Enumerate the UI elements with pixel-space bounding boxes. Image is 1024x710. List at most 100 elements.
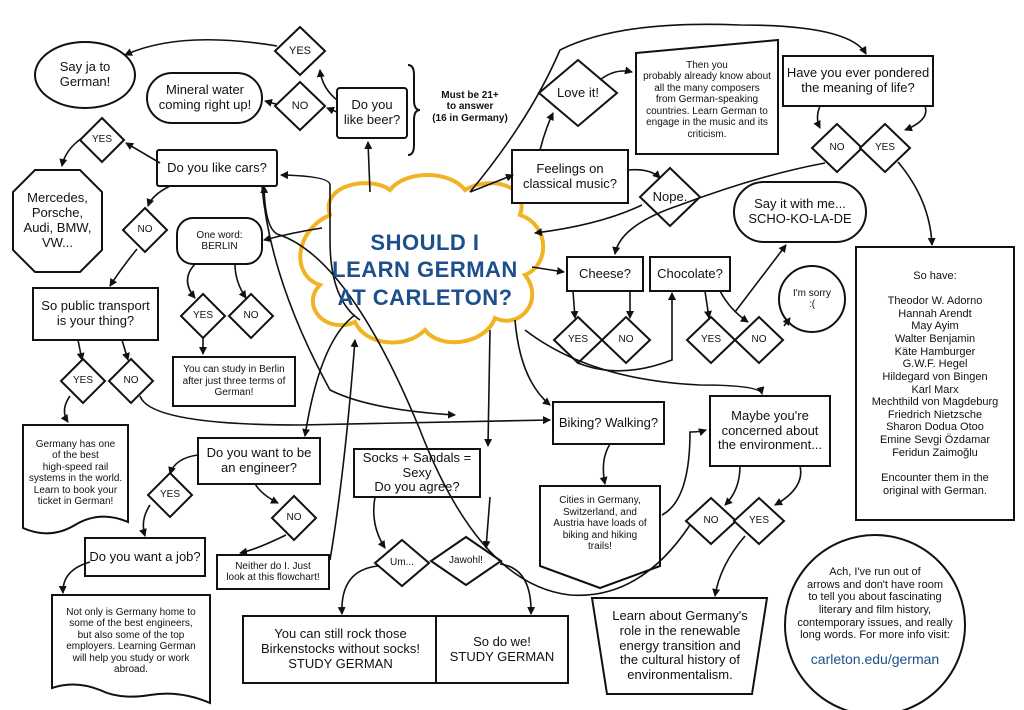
chocolate-yes-label: YES: [700, 334, 721, 346]
berlin-result: You can study in Berlin after just three…: [182, 364, 286, 399]
arrow-transport-yes-to-result: [60, 395, 71, 423]
music-love-result-box: [635, 38, 779, 155]
arrow-transport-no-to-biking: [139, 395, 551, 426]
arrow-chocolate-to-no: [719, 290, 749, 323]
environment-result-trapezoid: [590, 597, 769, 695]
cheese-box: [566, 256, 644, 292]
cheese-label: Cheese?: [578, 265, 632, 281]
arrow-beer-to-no: [326, 106, 338, 115]
arrow-cheese-to-yes: [570, 290, 579, 319]
berlin-result-box: [172, 356, 296, 407]
cars-question-box: [156, 149, 278, 187]
environment-result: Learn about Germany's role in the renewa…: [612, 607, 748, 683]
arrow-cloud-to-life: [469, 23, 867, 193]
engineer-question: Do you want to be an engineer?: [206, 445, 312, 475]
beer-question: Do you like beer?: [343, 97, 401, 127]
transport-result: Germany has one of the best high-speed r…: [28, 438, 123, 508]
arrow-env-no-loop: [260, 185, 691, 597]
chocolate-no-diamond: [733, 315, 785, 365]
arrow-engineer-to-yes: [168, 454, 199, 475]
footer-text: Ach, I've run out of arrows and don't ha…: [797, 566, 953, 642]
arrow-cloud-to-biking: [514, 319, 551, 406]
music-question-box: [511, 149, 629, 204]
arrow-cloud-to-cars: [280, 171, 361, 321]
job-question-box: [84, 537, 206, 577]
socks-jawohl-label: Jawohl!: [449, 555, 483, 567]
engineer-no-diamond: [270, 494, 318, 542]
music-nope-diamond: [638, 166, 702, 228]
arrow-choc-yes-to-say: [734, 244, 787, 313]
footer-circle: [784, 534, 966, 710]
life-question-box: [782, 55, 934, 107]
cheese-no-diamond: [600, 315, 652, 365]
sorry-circle: [778, 265, 846, 333]
arrow-engineer-result-up: [329, 339, 359, 561]
arrow-biking-to-result: [599, 443, 611, 485]
arrow-life-yes-to-result: [897, 161, 936, 246]
transport-result-doc: [22, 424, 129, 535]
life-result-box: [855, 246, 1015, 521]
transport-question: So public transport is your thing?: [41, 298, 150, 328]
transport-question-box: [32, 287, 159, 341]
job-result: Not only is Germany home to some of the …: [66, 606, 196, 676]
arrow-life-no-to-cheese: [612, 162, 826, 255]
main-title: SHOULD I LEARN GERMAN AT CARLETON?: [332, 229, 518, 310]
arrow-berlin-to-yes: [186, 263, 196, 299]
socks-um-result: You can still rock those Birkenstocks wi…: [261, 626, 420, 671]
arrow-cloud-to-engineer: [302, 314, 356, 437]
arrow-chocolate-to-yes: [704, 290, 712, 319]
arrow-cars-no-to-transport: [109, 248, 138, 287]
say-it-box: [733, 181, 867, 243]
beer-yes-result: Say ja to German!: [59, 59, 111, 89]
berlin-yes-label: YES: [192, 310, 213, 322]
beer-yes-label: YES: [288, 44, 311, 57]
arrow-env-to-yes: [774, 465, 802, 506]
berlin-prompt-box: [176, 217, 263, 265]
music-love-label: Love it!: [557, 84, 599, 100]
transport-no-label: NO: [123, 375, 139, 387]
engineer-yes-label: YES: [159, 489, 180, 501]
job-question: Do you want a job?: [89, 548, 201, 564]
chocolate-no-label: NO: [751, 334, 767, 346]
chocolate-box: [649, 256, 731, 292]
arrow-job-to-result: [58, 561, 91, 594]
arrow-env-yes-to-result: [712, 535, 746, 597]
arrow-life-to-yes: [904, 105, 927, 132]
engineer-yes-diamond: [146, 471, 194, 519]
beer-question-box: [336, 87, 408, 139]
engineer-no-result-box: [216, 554, 330, 590]
transport-yes-diamond: [59, 357, 107, 405]
beer-yes-result-ellipse: [34, 41, 136, 109]
beer-age-note: Must be 21+ to answer (16 in Germany): [432, 89, 508, 124]
berlin-no-diamond: [227, 292, 275, 340]
arrow-nope-to-cloud: [534, 204, 643, 237]
cars-no-label: NO: [137, 224, 153, 236]
arrow-beer-yes-to-result: [124, 38, 278, 56]
biking-question: Biking? Walking?: [558, 414, 659, 430]
transport-no-diamond: [107, 357, 155, 405]
arrow-cloud-to-socks: [484, 329, 493, 447]
beer-bracket: [407, 64, 421, 156]
music-love-diamond: [537, 58, 619, 128]
arrow-berlin-to-no: [234, 263, 247, 299]
arrow-jawohl-to-result: [499, 563, 536, 615]
cars-no-diamond: [121, 206, 169, 254]
life-no-label: NO: [829, 142, 845, 154]
life-no-diamond: [810, 122, 864, 174]
arrow-music-to-nope: [627, 168, 661, 179]
life-result: So have: Theodor W. Adorno Hannah Arendt…: [871, 269, 999, 497]
beer-no-result: Mineral water coming right up!: [158, 82, 252, 112]
arrow-music-to-love: [539, 112, 554, 151]
arrow-cars-to-yes: [125, 142, 161, 164]
arrow-engineer-yes-to-job: [139, 504, 151, 537]
footer-link[interactable]: carleton.edu/german: [810, 650, 940, 667]
arrow-cars-to-no: [146, 185, 171, 207]
arrow-life-to-no: [813, 105, 821, 129]
socks-um-result-box: [242, 615, 439, 684]
arrow-cloud-to-beer: [364, 141, 373, 193]
arrow-choc-no-to-sorry: [782, 317, 791, 327]
engineer-no-label: NO: [286, 512, 302, 524]
arrow-cloud-to-berlin: [263, 227, 323, 243]
arrow-beer-no-to-result: [264, 98, 277, 107]
